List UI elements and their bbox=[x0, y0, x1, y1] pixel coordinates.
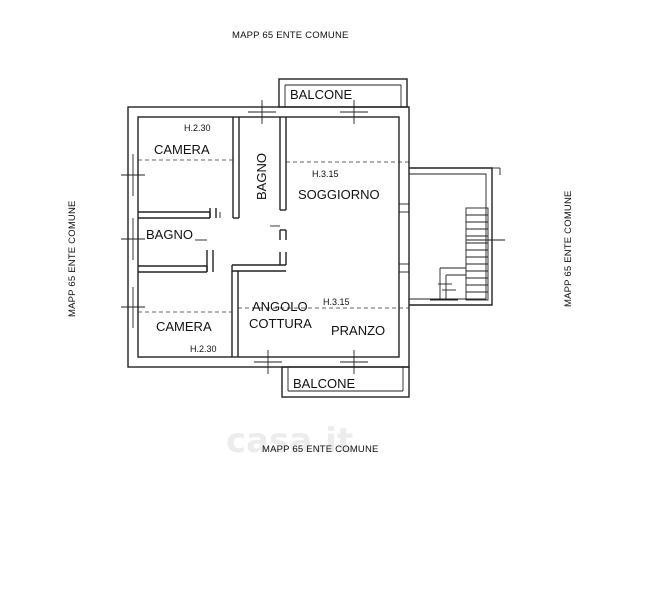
room-balcone-bottom: BALCONE bbox=[293, 376, 355, 391]
room-bagno-vertical: BAGNO bbox=[254, 153, 269, 200]
boundary-right: MAPP 65 ENTE COMUNE bbox=[563, 190, 574, 307]
window-marks bbox=[121, 100, 368, 374]
room-soggiorno: SOGGIORNO bbox=[298, 187, 380, 202]
room-bagno-left: BAGNO bbox=[146, 227, 193, 242]
exterior-walls bbox=[127, 106, 410, 368]
ceiling-lines bbox=[138, 159, 409, 313]
balcony-top bbox=[278, 78, 408, 108]
room-angolo-line2: COTTURA bbox=[249, 316, 312, 331]
height-pranzo: H.3.15 bbox=[323, 297, 350, 307]
room-balcone-top: BALCONE bbox=[290, 87, 352, 102]
room-angolo-line1: ANGOLO bbox=[252, 299, 308, 314]
boundary-left: MAPP 65 ENTE COMUNE bbox=[67, 200, 78, 317]
room-camera-top: CAMERA bbox=[154, 142, 210, 157]
height-soggiorno: H.3.15 bbox=[312, 169, 339, 179]
stair-landing bbox=[409, 167, 505, 306]
balcony-bottom bbox=[281, 366, 410, 398]
boundary-top: MAPP 65 ENTE COMUNE bbox=[232, 30, 349, 41]
watermark: casa.it bbox=[226, 421, 353, 461]
room-pranzo: PRANZO bbox=[331, 323, 385, 338]
height-camera-bottom: H.2.30 bbox=[190, 344, 217, 354]
height-camera-top: H.2.30 bbox=[184, 123, 211, 133]
boundary-bottom: MAPP 65 ENTE COMUNE bbox=[262, 444, 379, 455]
room-camera-bottom: CAMERA bbox=[156, 319, 212, 334]
interior-walls bbox=[138, 117, 410, 357]
